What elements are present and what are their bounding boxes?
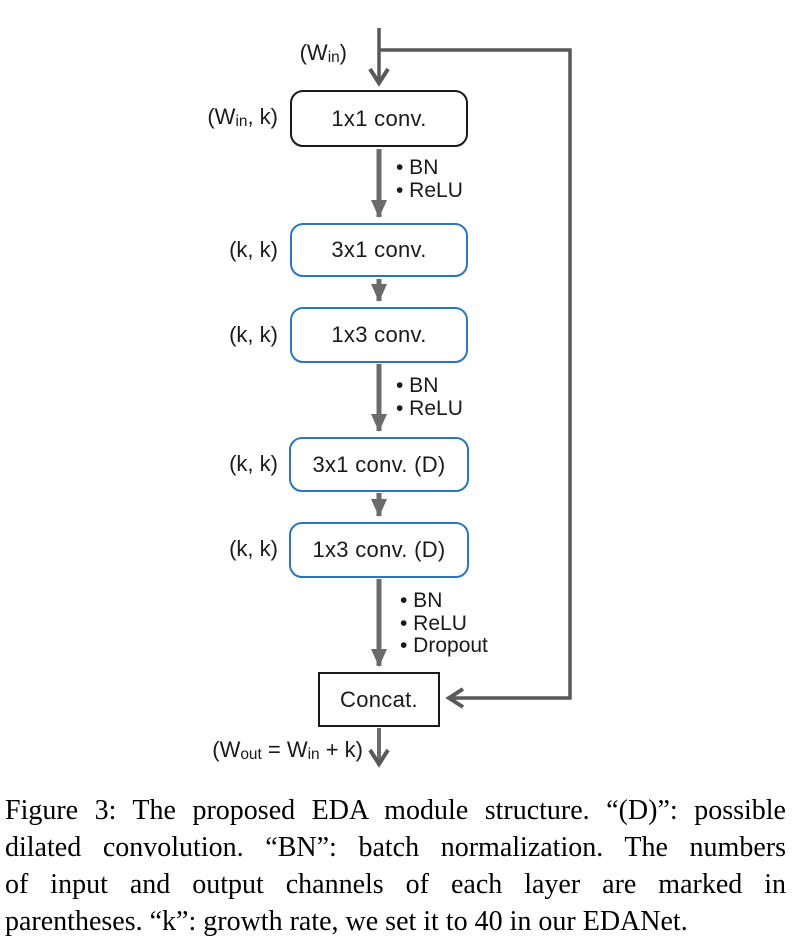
- conv-3x1-label: 3x1 conv.: [331, 237, 427, 262]
- conv-1x3-dilated-box: 1x3 conv. (D): [289, 522, 469, 578]
- bn-relu-annotation-1: • BN • ReLU: [396, 156, 463, 202]
- concat-label: Concat.: [340, 686, 418, 712]
- input-width-label: (Win): [200, 40, 347, 67]
- relu-item: • ReLU: [400, 611, 467, 635]
- win-label-subscript: in: [327, 48, 340, 66]
- relu-item: • ReLU: [396, 178, 463, 202]
- conv-3x1-dilated-channels-label: (k, k): [229, 451, 278, 476]
- conv-1x3-dilated-label: 1x3 conv. (D): [312, 537, 446, 562]
- caption-line-1: Figure 3: The proposed EDA module struct…: [5, 795, 786, 826]
- caption-line-3: of input and output channels of each lay…: [5, 869, 786, 900]
- caption-line-2: dilated convolution. “BN”: batch normali…: [5, 832, 786, 863]
- bn-item: • BN: [400, 589, 443, 612]
- figure-caption: Figure 3: The proposed EDA module struct…: [0, 792, 792, 940]
- conv-1x3-channels-label: (k, k): [229, 322, 278, 347]
- bn-relu-dropout-annotation: • BN • ReLU • Dropout: [400, 589, 488, 658]
- conv-3x1-channels-label: (k, k): [229, 237, 278, 262]
- conv-1x3-dilated-channels-label: (k, k): [229, 536, 278, 561]
- eda-module-diagram: (Win) 1x1 conv. (Win, k) • BN • ReLU 3x1…: [200, 28, 572, 768]
- win-label-text: (W: [299, 40, 328, 65]
- skip-connection-arrow: [379, 48, 572, 709]
- flow-arrows-layer: [368, 28, 572, 768]
- concat-box: Concat.: [318, 672, 440, 727]
- conv-1x1-box: 1x1 conv.: [290, 90, 468, 147]
- dropout-item: • Dropout: [400, 634, 488, 657]
- bn-item: • BN: [396, 156, 439, 179]
- bn-relu-annotation-2: • BN • ReLU: [396, 374, 463, 420]
- conv-3x1-dilated-box: 3x1 conv. (D): [289, 437, 469, 492]
- caption-line-4: parentheses. “k”: growth rate, we set it…: [5, 906, 688, 937]
- conv-3x1-box: 3x1 conv.: [290, 223, 468, 277]
- conv-1x3-box: 1x3 conv.: [290, 307, 468, 363]
- conv-1x3-label: 1x3 conv.: [331, 322, 427, 347]
- conv-1x1-channels-label: (Win, k): [207, 104, 278, 130]
- relu-item: • ReLU: [396, 396, 463, 420]
- output-width-label: (Wout = Win + k): [212, 737, 363, 763]
- conv-1x1-label: 1x1 conv.: [331, 105, 427, 131]
- conv-3x1-dilated-label: 3x1 conv. (D): [312, 451, 446, 477]
- win-label-close: ): [339, 40, 347, 65]
- bn-item: • BN: [396, 374, 439, 397]
